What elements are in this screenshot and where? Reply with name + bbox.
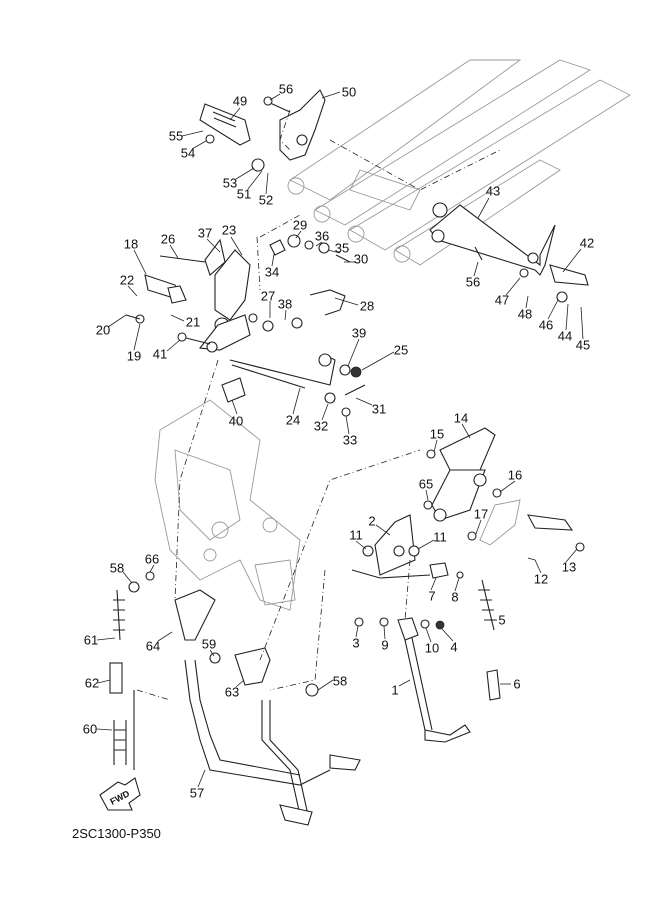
part-number-label: 58 (109, 560, 125, 576)
part-number-label: 58 (332, 673, 348, 689)
part-number-label: 31 (371, 401, 387, 417)
diagram-code: 2SC1300-P350 (72, 826, 161, 841)
part-number-label: 61 (83, 632, 99, 648)
fwd-arrow-icon (99, 777, 141, 811)
part-number-label: 43 (485, 183, 501, 199)
part-number-label: 37 (197, 225, 213, 241)
part-number-label: 60 (82, 721, 98, 737)
part-number-label: 26 (160, 231, 176, 247)
part-number-label: 46 (538, 317, 554, 333)
rear-frame-rails (287, 59, 631, 266)
part-number-label: 6 (513, 676, 521, 692)
part-number-label: 63 (224, 684, 240, 700)
part-number-label: 50 (341, 84, 357, 100)
part-number-label: 25 (393, 342, 409, 358)
part-number-label: 57 (189, 785, 205, 801)
part-number-label: 64 (145, 638, 161, 654)
part-number-label: 24 (285, 412, 301, 428)
passenger-footpeg-right (429, 202, 589, 303)
part-number-label: 5 (498, 612, 506, 628)
part-number-label: 49 (232, 93, 248, 109)
part-number-label: 56 (465, 274, 481, 290)
part-number-label: 22 (119, 272, 135, 288)
part-number-label: 65 (418, 476, 434, 492)
part-number-label: 15 (429, 426, 445, 442)
leader-lines (96, 91, 584, 788)
part-number-label: 29 (292, 217, 308, 233)
main-frame (154, 399, 301, 611)
assembly-lines (136, 109, 501, 701)
part-number-label: 12 (533, 571, 549, 587)
passenger-footpeg-left (199, 89, 326, 172)
part-number-label: 62 (84, 675, 100, 691)
part-number-label: 39 (351, 325, 367, 341)
sidestand-bracket (351, 514, 464, 579)
part-number-label: 33 (342, 432, 358, 448)
part-number-label: 3 (352, 635, 360, 651)
part-number-label: 51 (236, 186, 252, 202)
part-number-label: 20 (95, 322, 111, 338)
part-number-label: 36 (314, 228, 330, 244)
part-number-label: 53 (222, 175, 238, 191)
part-number-label: 19 (126, 348, 142, 364)
part-number-label: 7 (428, 588, 436, 604)
part-number-label: 8 (451, 589, 459, 605)
part-number-label: 45 (575, 337, 591, 353)
part-number-label: 42 (579, 235, 595, 251)
part-number-label: 16 (507, 467, 523, 483)
part-number-label: 4 (450, 639, 458, 655)
part-number-label: 10 (424, 640, 440, 656)
part-number-label: 30 (353, 251, 369, 267)
part-number-label: 13 (561, 559, 577, 575)
part-number-label: 14 (453, 410, 469, 426)
part-number-label: 41 (152, 346, 168, 362)
sidestand (354, 579, 501, 743)
part-number-label: 11 (349, 527, 363, 543)
part-number-label: 23 (221, 222, 237, 238)
part-number-label: 21 (185, 314, 201, 330)
part-number-label: 28 (359, 298, 375, 314)
part-number-label: 2 (368, 513, 376, 529)
part-number-label: 59 (201, 636, 217, 652)
part-number-label: 44 (557, 328, 573, 344)
part-number-label: 48 (517, 306, 533, 322)
part-number-label: 52 (258, 192, 274, 208)
part-number-label: 35 (334, 240, 350, 256)
part-number-label: 56 (278, 81, 294, 97)
rider-footpeg-bracket (423, 427, 585, 552)
part-number-label: 11 (433, 529, 447, 545)
part-number-label: 34 (264, 264, 280, 280)
part-number-label: 32 (313, 418, 329, 434)
part-number-label: 40 (228, 413, 244, 429)
part-number-label: 66 (144, 551, 160, 567)
part-number-label: 54 (180, 145, 196, 161)
part-number-label: 27 (260, 288, 276, 304)
part-number-label: 9 (381, 637, 389, 653)
part-number-label: 1 (391, 682, 399, 698)
brake-pedal-assembly (125, 234, 366, 417)
part-number-label: 47 (494, 292, 510, 308)
part-number-label: 17 (473, 506, 489, 522)
part-number-label: 38 (277, 296, 293, 312)
part-number-label: 55 (168, 128, 184, 144)
part-number-label: 18 (123, 236, 139, 252)
